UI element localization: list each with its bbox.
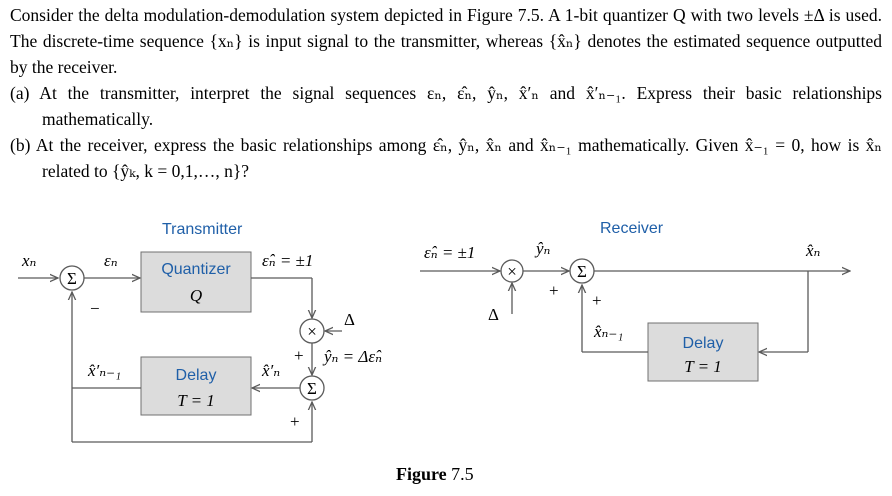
tx-input-label: xₙ [21, 251, 37, 270]
rx-yhat-label: ŷₙ [534, 239, 551, 258]
figure-caption-number: 7.5 [447, 464, 474, 484]
problem-statement: Consider the delta modulation-demodulati… [10, 2, 882, 184]
tx-yhat-label: ŷₙ = Δε̂ₙ [322, 347, 382, 366]
rx-xhat-prev-label: x̂ₙ₋₁ [593, 322, 623, 341]
tx-delay-param: T = 1 [177, 391, 215, 410]
tx-acc-plus: + [290, 412, 300, 431]
rx-delta-label: Δ [488, 305, 499, 324]
quantizer-block [140, 251, 252, 313]
rx-delay-param: T = 1 [684, 357, 722, 376]
rx-sum-plus-left: + [549, 281, 559, 300]
tx-xprime-label: x̂′ₙ [261, 361, 280, 380]
tx-quantized-label: ε̂ₙ = ±1 [262, 251, 313, 270]
tx-mult-symbol: × [307, 322, 317, 341]
tx-sum-symbol: Σ [67, 269, 77, 288]
rx-mult-symbol: × [507, 262, 517, 281]
rx-delay-block [647, 322, 759, 382]
tx-yhat-plus: + [294, 346, 304, 365]
tx-delay-label: Delay [176, 367, 217, 384]
tx-sum-minus: − [90, 299, 100, 318]
tx-xprime-prev-label: x̂′ₙ₋₁ [87, 361, 121, 380]
tx-delta-label: Δ [344, 310, 355, 329]
problem-intro: Consider the delta modulation-demodulati… [10, 5, 882, 77]
tx-delay-block [140, 356, 252, 416]
rx-delay-label: Delay [683, 335, 724, 352]
problem-part-b: (b) At the receiver, express the basic r… [10, 135, 882, 181]
rx-output-label: x̂ₙ [805, 241, 821, 260]
figure-caption-label: Figure [396, 464, 447, 484]
figure-caption: Figure 7.5 [396, 464, 474, 484]
tx-acc-sum-symbol: Σ [307, 379, 317, 398]
problem-part-a: (a) At the transmitter, interpret the si… [10, 83, 882, 129]
receiver-title: Receiver [600, 220, 664, 237]
quantizer-symbol: Q [190, 286, 202, 305]
rx-sum-plus-bottom: + [592, 291, 602, 310]
tx-error-label: εₙ [104, 251, 118, 270]
rx-sum-symbol: Σ [577, 262, 587, 281]
rx-input-label: ε̂ₙ = ±1 [424, 243, 475, 262]
transmitter-title: Transmitter [162, 221, 243, 238]
quantizer-label: Quantizer [161, 261, 231, 278]
